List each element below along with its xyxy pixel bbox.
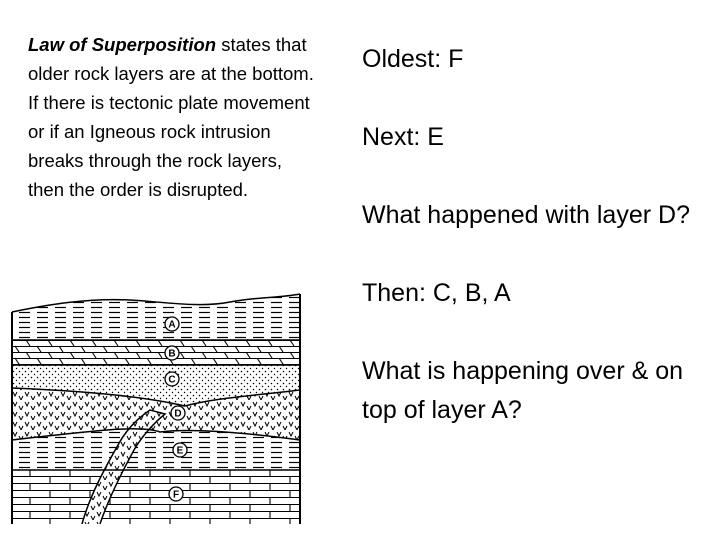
note-oldest: Oldest: F [362,45,464,73]
term-law-of-superposition: Law of Superposition [28,34,217,55]
layer-label-a: A [164,316,180,332]
superposition-definition: Law of Superposition states that older r… [28,30,318,88]
svg-text:C: C [168,375,175,386]
question-top-layer: What is happening over & on top of layer… [362,357,684,424]
svg-text:D: D [174,409,181,420]
superposition-explanation: Law of Superposition states that older r… [28,30,318,204]
layer-label-e: E [172,442,188,458]
svg-text:F: F [173,490,179,501]
definition-text: states that older rock layers are at the… [28,34,314,84]
disruption-text: If there is tectonic plate movement or i… [28,92,310,200]
note-then: Then: C, B, A [362,279,511,307]
rock-layers-diagram: A B C D E F [0,280,312,525]
layer-label-c: C [164,371,180,387]
layer-label-b: B [164,345,180,361]
layer-label-d: D [170,405,186,421]
question-layer-d: What happened with layer D? [362,201,690,229]
layer-label-f: F [168,486,184,502]
layer-order-notes: Oldest: F Next: E What happened with lay… [362,40,702,430]
svg-text:B: B [168,349,175,360]
note-next: Next: E [362,123,444,151]
svg-text:A: A [168,320,175,331]
svg-text:E: E [177,446,184,457]
